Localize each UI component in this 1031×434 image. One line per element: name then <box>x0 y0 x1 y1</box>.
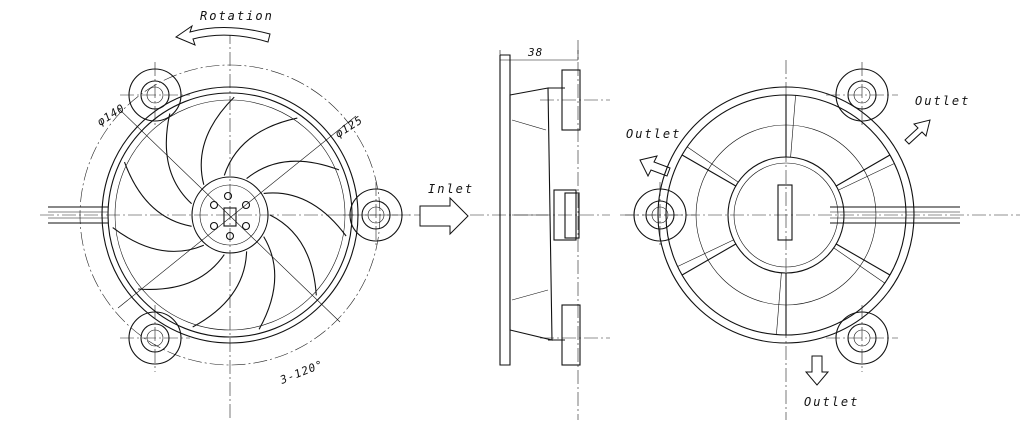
mount-lug-right <box>340 182 410 248</box>
mount-lug-bottom <box>120 305 190 372</box>
outlet-label-right: Outlet <box>915 94 970 108</box>
block-arrow-icon <box>804 355 830 386</box>
rear-spokes <box>677 95 895 335</box>
rear-lug-left <box>625 182 695 248</box>
depth-label: 38 <box>527 46 543 59</box>
side-view: 38 <box>470 40 610 420</box>
blade-curve <box>200 96 235 185</box>
spoke-line <box>677 239 734 267</box>
spoke-line <box>776 272 782 335</box>
outlet-label-bottom: Outlet <box>804 395 859 409</box>
outlet-label-left: Outlet <box>626 127 681 141</box>
rear-view <box>620 60 1020 420</box>
spoke-line <box>833 247 885 284</box>
cable <box>48 206 108 224</box>
mount-lug-top <box>120 62 190 128</box>
rotation-label: Rotation <box>200 9 274 23</box>
spoke-line <box>681 243 737 276</box>
spoke-line <box>687 146 739 183</box>
spoke-line <box>790 95 796 158</box>
inlet-label: Inlet <box>428 182 474 196</box>
block-arrow-icon <box>904 119 931 145</box>
dia-125-label: φ125 <box>333 113 366 140</box>
spoke-line <box>838 163 895 191</box>
pitch-label: 3-120° <box>277 358 325 388</box>
curved-arrow-icon <box>174 24 271 46</box>
blade-curve <box>223 117 298 176</box>
spoke-line <box>681 154 737 187</box>
rear-lug-top <box>826 62 898 128</box>
rear-lug-bottom <box>826 305 898 372</box>
spoke-line <box>835 243 891 276</box>
blade-curve <box>258 236 276 330</box>
spoke-line <box>835 154 891 187</box>
blade-curve <box>123 161 192 227</box>
blade-curve <box>246 160 340 180</box>
fan-blades <box>112 96 347 330</box>
front-view: Rotation φ140 φ125 3-120° <box>40 9 420 420</box>
blade-curve <box>263 192 347 237</box>
block-arrow-icon <box>419 196 469 236</box>
blade-curve <box>165 113 192 205</box>
blade-curve <box>192 251 248 328</box>
blade-curve <box>112 227 205 252</box>
dia-140-label: φ140 <box>95 101 128 128</box>
blade-curve <box>269 214 317 296</box>
blade-curve <box>138 254 225 291</box>
